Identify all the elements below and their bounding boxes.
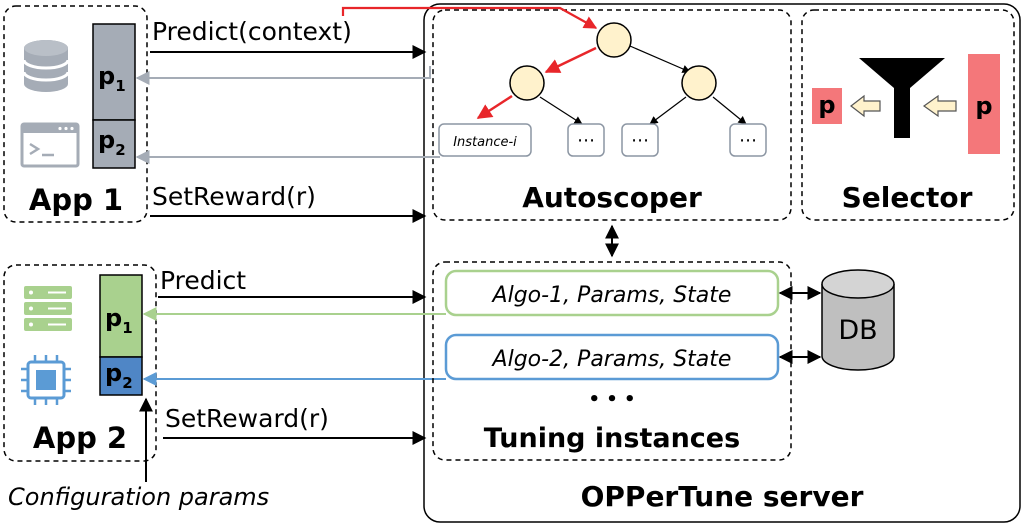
tree-leaf-3 <box>621 123 659 157</box>
app1-param-p2 <box>92 119 136 169</box>
funnel-icon <box>859 58 945 138</box>
selector-left-arrow-icon <box>850 94 881 118</box>
app1-label: App 1 <box>29 183 123 217</box>
app2-p1-label: p <box>105 304 122 332</box>
tree-leaf-4 <box>729 123 767 157</box>
tuning-instance-2 <box>444 333 780 381</box>
tree-node-root <box>596 22 632 58</box>
predict-label: Predict <box>160 266 246 295</box>
tree-leaf-2 <box>567 123 605 157</box>
context-route-arrow <box>341 6 598 29</box>
predict-context-label: Predict(context) <box>152 17 352 46</box>
app2-label: App 2 <box>33 421 127 455</box>
tuning-instances-title: Tuning instances <box>484 423 740 454</box>
tuning-instance-2-label: Algo-2, Params, State <box>491 347 732 372</box>
selector-p-large-box <box>968 54 1000 154</box>
tuning-instances-box <box>432 261 792 461</box>
cpu-chip-icon <box>21 355 71 405</box>
app2-p2-subscript: 2 <box>122 374 132 392</box>
app1-p2-subscript: 2 <box>115 141 125 159</box>
svg-text:p2: p2 <box>98 126 126 159</box>
selector-right-arrow-icon <box>922 94 957 118</box>
tree-leaf-4-ellipsis: ⋯ <box>739 130 757 151</box>
app2-p1-subscript: 1 <box>122 319 132 337</box>
app1-p2-label: p <box>98 126 115 154</box>
tuning-instance-1 <box>444 269 780 317</box>
server-box <box>423 3 1021 523</box>
setreward-1-label: SetReward(r) <box>152 182 316 211</box>
tree-leaf-2-ellipsis: ⋯ <box>577 130 595 151</box>
svg-text:p1: p1 <box>105 304 133 337</box>
app2-param-p2 <box>99 356 143 396</box>
selector-title: Selector <box>842 181 973 214</box>
setreward-2-label: SetReward(r) <box>165 404 329 433</box>
tree-leaf-instance-i <box>438 123 532 157</box>
app1-param-p1 <box>92 23 136 121</box>
db-cylinder-icon <box>821 269 895 371</box>
selector-p-small: p <box>818 91 835 119</box>
server-title: OPPerTune server <box>581 480 864 513</box>
selector-p-large: p <box>975 92 992 120</box>
autoscoper-box <box>432 9 792 221</box>
app2-param-p1 <box>99 274 143 358</box>
svg-text:p1: p1 <box>98 62 126 95</box>
app1-p1-label: p <box>98 62 115 90</box>
tuning-instance-1-label: Algo-1, Params, State <box>491 283 732 308</box>
tree-node-right <box>681 65 717 101</box>
app1-p1-subscript: 1 <box>115 77 125 95</box>
database-icon <box>22 40 70 92</box>
app2-box <box>3 264 157 462</box>
tree-leaf-3-ellipsis: ⋯ <box>631 130 649 151</box>
app2-p2-label: p <box>105 359 122 387</box>
config-params-label: Configuration params <box>8 483 269 511</box>
selector-box <box>801 9 1015 221</box>
selector-p-small-box <box>812 88 842 124</box>
server-rack-icon <box>24 286 72 331</box>
db-label: DB <box>838 315 877 346</box>
tree-node-left <box>509 65 545 101</box>
terminal-icon <box>20 122 80 168</box>
autoscoper-title: Autoscoper <box>522 181 702 214</box>
return-p1-gray-arrow <box>135 66 431 85</box>
svg-text:p2: p2 <box>105 359 133 392</box>
tree-leaf-instance-label: Instance-i <box>453 135 517 150</box>
tuning-more-ellipsis: • • • <box>588 389 635 410</box>
app1-box <box>3 5 148 223</box>
decision-tree: Instance-i ⋯ ⋯ ⋯ <box>438 22 767 157</box>
